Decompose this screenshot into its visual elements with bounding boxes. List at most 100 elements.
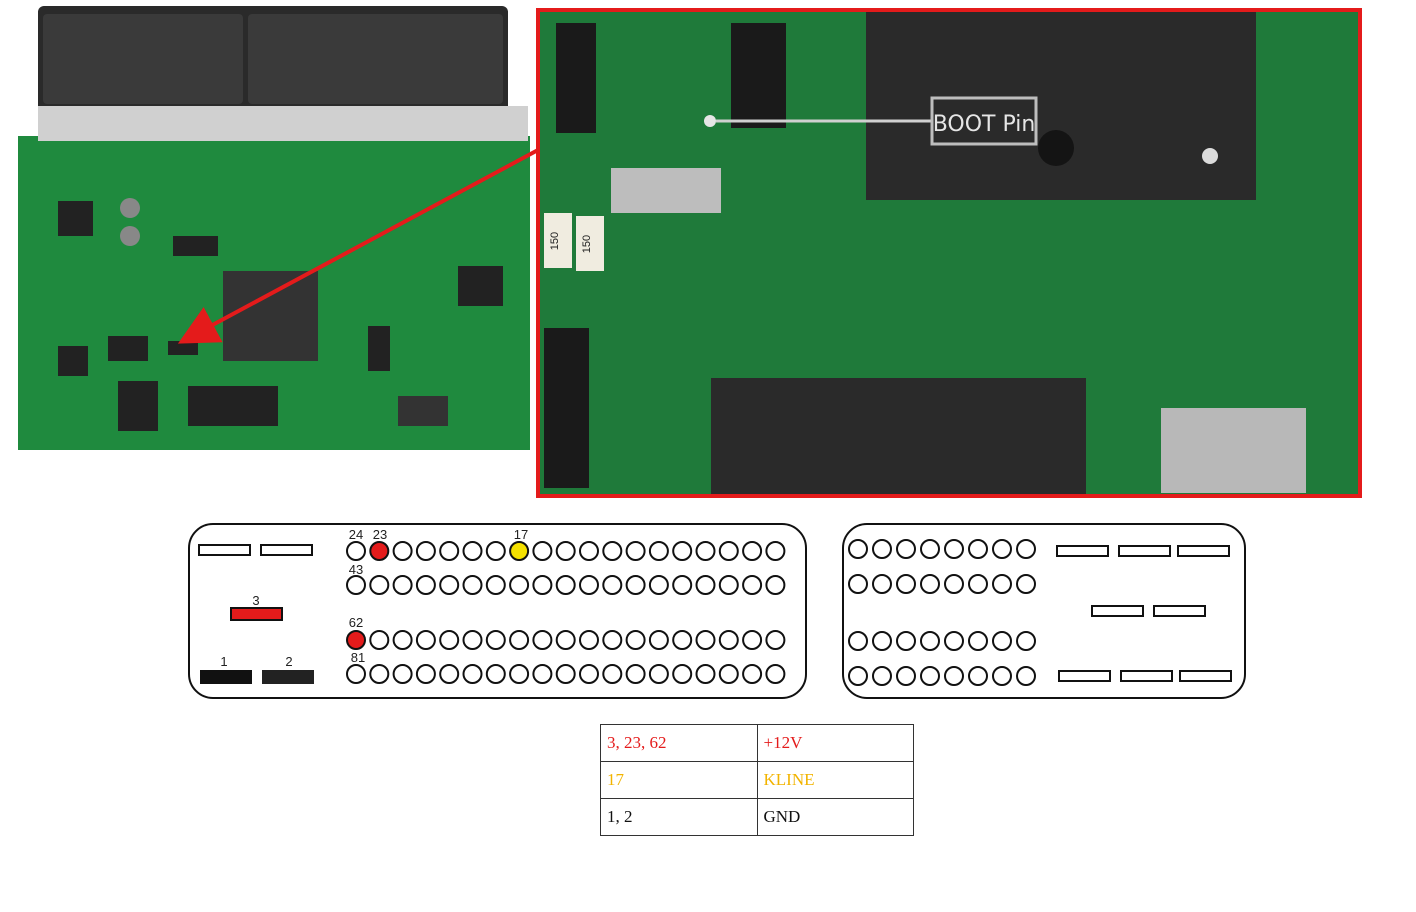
slot bbox=[1056, 545, 1109, 557]
pin bbox=[462, 541, 483, 561]
pin bbox=[920, 631, 940, 651]
pin bbox=[648, 541, 669, 561]
pin bbox=[765, 575, 786, 595]
resistor-marking-2: 150 bbox=[581, 235, 593, 253]
pin bbox=[555, 575, 576, 595]
pin bbox=[1016, 539, 1036, 559]
pin bbox=[346, 541, 366, 561]
pin bbox=[648, 630, 669, 650]
pin bbox=[602, 575, 623, 595]
pin bbox=[532, 664, 553, 684]
slot bbox=[1058, 670, 1111, 682]
pin bbox=[992, 574, 1012, 594]
pin bbox=[439, 664, 460, 684]
pin bbox=[718, 664, 739, 684]
pin bbox=[968, 631, 988, 651]
pin-label-3: 3 bbox=[252, 593, 259, 608]
pin bbox=[718, 630, 739, 650]
pin-label-24: 24 bbox=[349, 527, 363, 542]
ic-chip bbox=[188, 386, 278, 426]
pin bbox=[944, 631, 964, 651]
slot bbox=[1179, 670, 1232, 682]
pin bbox=[439, 575, 460, 595]
table-row: 17 KLINE bbox=[600, 761, 914, 799]
pin bbox=[625, 541, 646, 561]
pin bbox=[392, 630, 413, 650]
pin bbox=[648, 575, 669, 595]
pin bbox=[439, 541, 460, 561]
resistor bbox=[576, 216, 604, 271]
pin bbox=[765, 541, 786, 561]
pin-label-17: 17 bbox=[514, 527, 528, 542]
pin bbox=[462, 630, 483, 650]
pin bbox=[648, 664, 669, 684]
pin bbox=[625, 575, 646, 595]
flash-chip bbox=[711, 378, 1086, 496]
slot bbox=[1118, 545, 1171, 557]
pin bbox=[532, 630, 553, 650]
chip-dimple bbox=[1038, 130, 1074, 166]
ic-chip bbox=[108, 336, 148, 361]
pin bbox=[968, 666, 988, 686]
capacitor bbox=[120, 226, 140, 246]
pin bbox=[392, 664, 413, 684]
pin bbox=[944, 574, 964, 594]
pins-cell: 3, 23, 62 bbox=[600, 724, 758, 762]
signal-cell: +12V bbox=[756, 724, 914, 762]
ic-chip bbox=[58, 201, 93, 236]
slot bbox=[1153, 605, 1206, 617]
pin bbox=[872, 539, 892, 559]
pin bbox=[369, 664, 390, 684]
pin bbox=[968, 574, 988, 594]
pin bbox=[695, 575, 716, 595]
pin bbox=[742, 541, 763, 561]
ic-chip bbox=[398, 396, 448, 426]
pin-function-table: 3, 23, 62 +12V 17 KLINE 1, 2 GND bbox=[600, 724, 914, 836]
pin bbox=[672, 664, 693, 684]
pin bbox=[920, 574, 940, 594]
pin bbox=[742, 664, 763, 684]
pin bbox=[848, 574, 868, 594]
pin bbox=[369, 630, 390, 650]
pin bbox=[672, 541, 693, 561]
pin bbox=[742, 630, 763, 650]
pin bbox=[672, 630, 693, 650]
pin bbox=[392, 575, 413, 595]
pin bbox=[485, 575, 506, 595]
pin bbox=[944, 539, 964, 559]
pin bbox=[1016, 574, 1036, 594]
pin bbox=[602, 630, 623, 650]
pin bbox=[485, 664, 506, 684]
pin bbox=[462, 664, 483, 684]
pin bbox=[992, 631, 1012, 651]
pin bbox=[992, 539, 1012, 559]
pin bbox=[944, 666, 964, 686]
pin bbox=[392, 541, 413, 561]
pin bbox=[672, 575, 693, 595]
pin-label-81: 81 bbox=[351, 650, 365, 665]
pin bbox=[415, 541, 436, 561]
slot bbox=[1120, 670, 1173, 682]
pin-label-23: 23 bbox=[373, 527, 387, 542]
pin-3-slot bbox=[230, 607, 283, 621]
pin bbox=[765, 630, 786, 650]
pin bbox=[415, 630, 436, 650]
pins-cell: 1, 2 bbox=[600, 798, 758, 836]
connector-left-pins bbox=[346, 541, 786, 684]
slot bbox=[260, 544, 313, 556]
table-row: 1, 2 GND bbox=[600, 798, 914, 836]
signal-cell: KLINE bbox=[756, 761, 914, 799]
pin bbox=[872, 666, 892, 686]
pins-cell: 17 bbox=[600, 761, 758, 799]
pin bbox=[532, 541, 553, 561]
pin bbox=[896, 631, 916, 651]
ic-chip bbox=[556, 23, 596, 133]
connector-block-left bbox=[43, 14, 243, 104]
pin bbox=[415, 664, 436, 684]
pin-label-1: 1 bbox=[220, 654, 227, 669]
pin bbox=[872, 631, 892, 651]
pin bbox=[602, 541, 623, 561]
pin bbox=[872, 574, 892, 594]
ic-chip bbox=[58, 346, 88, 376]
